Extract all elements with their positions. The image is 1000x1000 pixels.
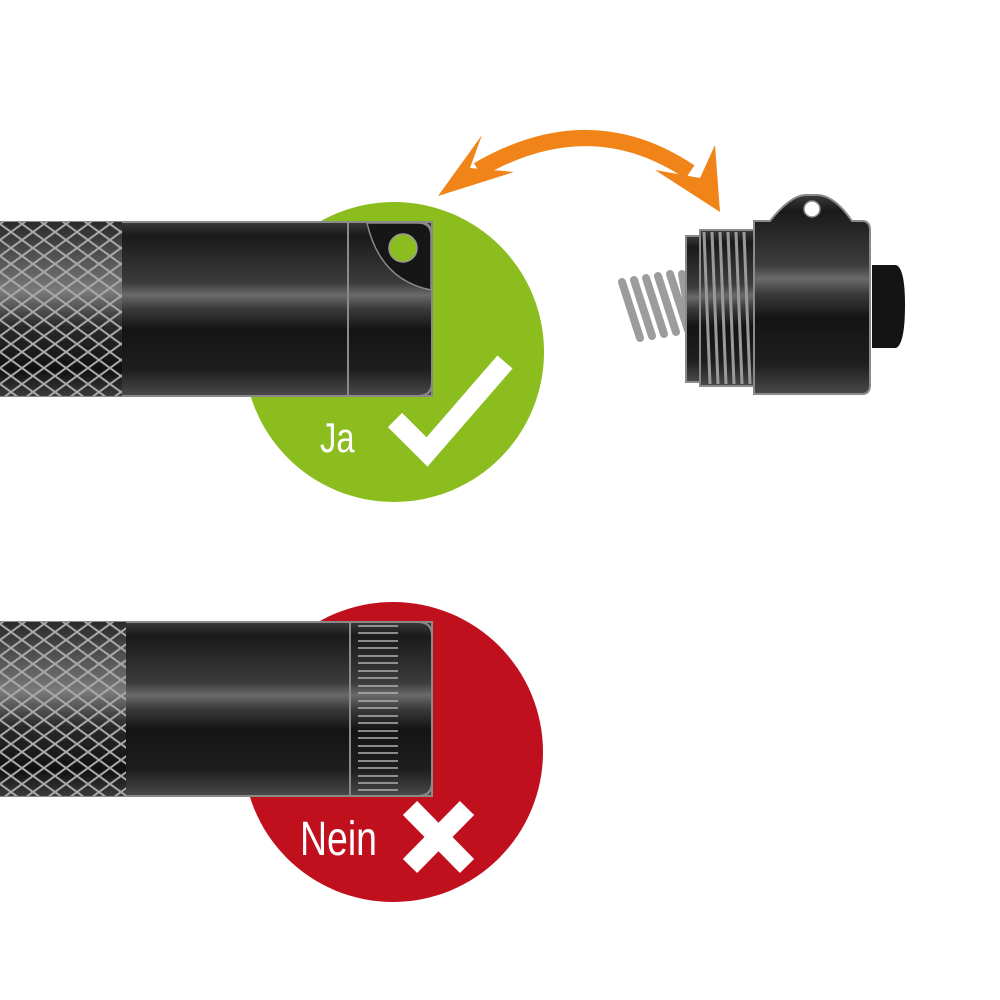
no-label: Nein	[300, 813, 378, 866]
flashlight-wrong	[0, 621, 433, 797]
check-icon	[387, 355, 513, 467]
end-cap	[618, 194, 905, 395]
yes-label: Ja	[320, 414, 355, 461]
switch-button-icon	[872, 265, 905, 348]
x-icon	[402, 800, 475, 874]
spring-icon	[618, 270, 694, 342]
flashlight-correct	[0, 221, 433, 397]
thread-lines	[702, 231, 752, 385]
swap-arrow-icon	[438, 130, 720, 212]
grip-ridges	[358, 625, 398, 791]
